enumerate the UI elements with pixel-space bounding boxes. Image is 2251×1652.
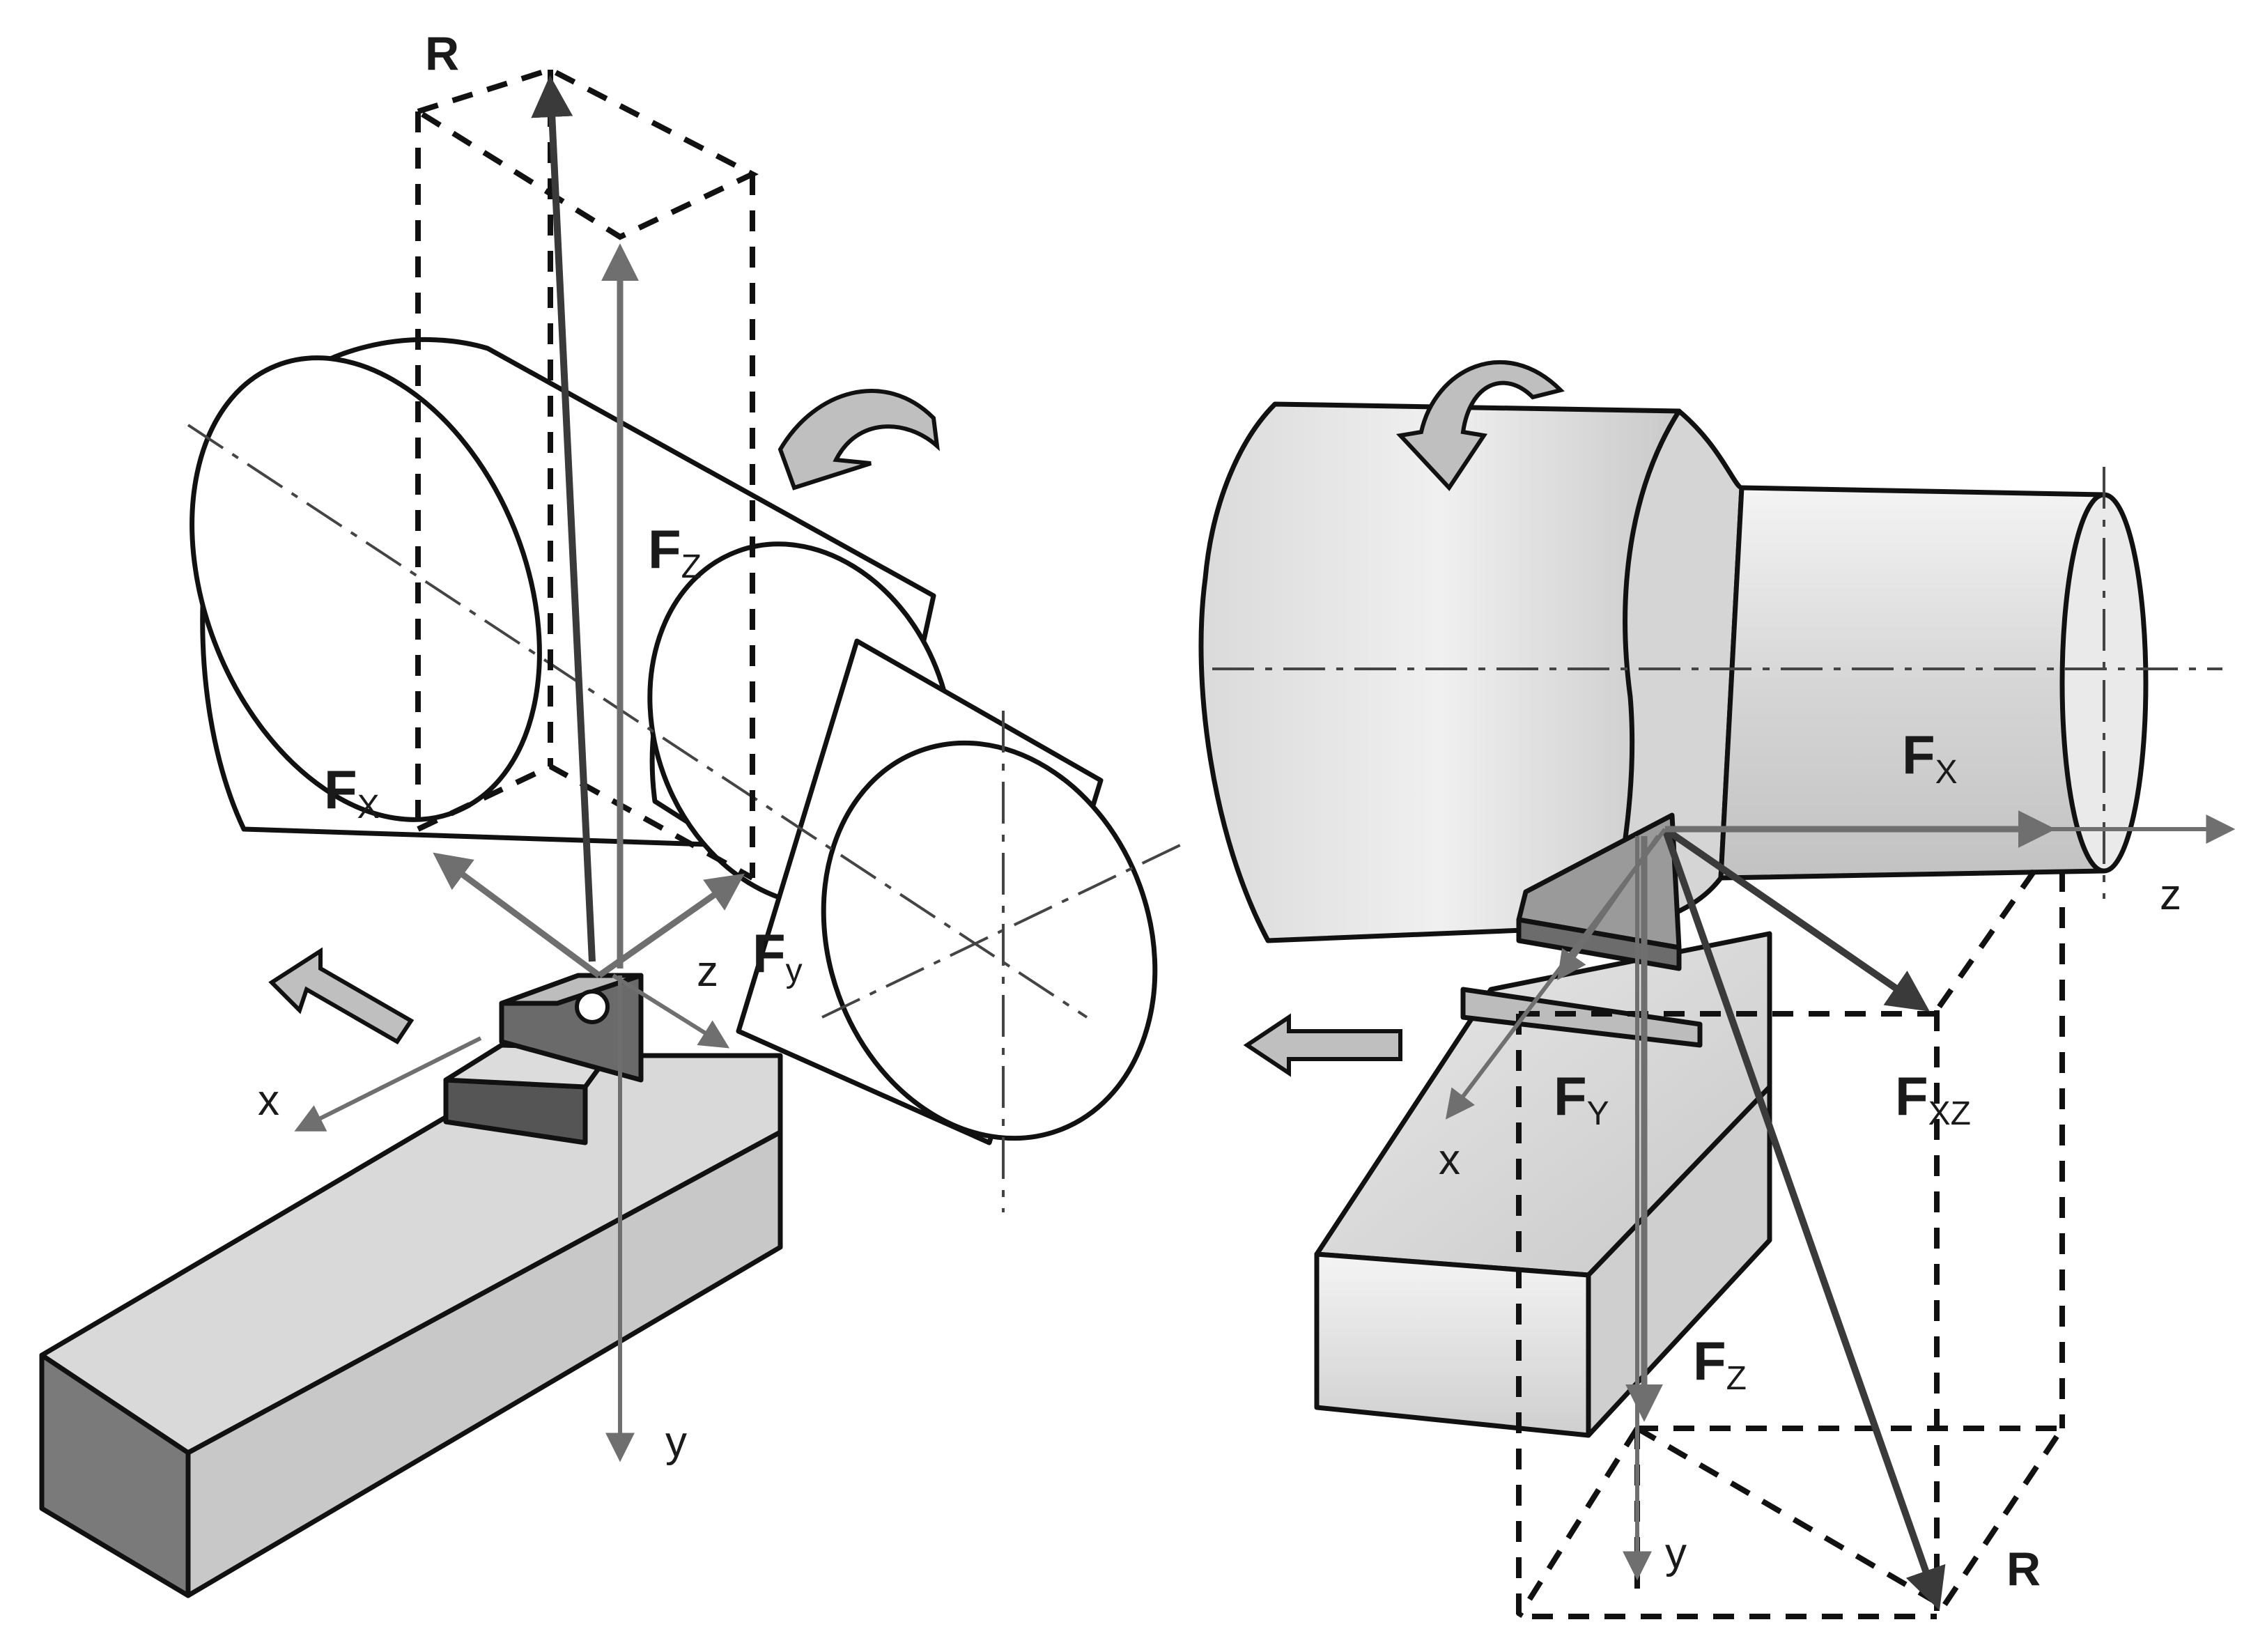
left-diagram: R FZ FX Fy x y z bbox=[39, 27, 1185, 1598]
right-label-Fxz: FXZ bbox=[1895, 1065, 1971, 1132]
left-force-box bbox=[411, 66, 759, 881]
right-diagram: FX FY FZ FXZ R x y z bbox=[1198, 360, 2236, 1619]
left-Fx-vector bbox=[433, 852, 601, 978]
left-label-Fy: Fy bbox=[752, 923, 803, 989]
right-label-Fx: FX bbox=[1902, 724, 1958, 791]
right-label-y: y bbox=[1665, 1529, 1687, 1577]
left-cutting-insert bbox=[499, 973, 644, 1083]
left-tool-holder bbox=[39, 1042, 783, 1598]
right-rotation-arrow bbox=[1395, 360, 1565, 491]
left-label-z: z bbox=[697, 948, 718, 996]
left-feed-arrow bbox=[268, 947, 415, 1045]
right-label-Fz: FZ bbox=[1693, 1330, 1747, 1397]
right-feed-arrow bbox=[1243, 1013, 1402, 1077]
right-R-vector bbox=[1662, 828, 1946, 1611]
left-rotation-arrow bbox=[778, 389, 940, 491]
right-workpiece bbox=[1198, 401, 2222, 943]
right-tool-holder bbox=[1314, 931, 1772, 1438]
right-label-Fy: FY bbox=[1554, 1065, 1609, 1132]
left-z-axis bbox=[612, 973, 730, 1049]
left-label-Fx: FX bbox=[324, 759, 380, 826]
left-label-R: R bbox=[425, 27, 459, 80]
right-label-R: R bbox=[2006, 1543, 2041, 1596]
left-R-vector bbox=[531, 75, 596, 962]
left-label-y: y bbox=[665, 1418, 687, 1466]
left-label-x: x bbox=[258, 1076, 279, 1125]
left-label-Fz: FZ bbox=[648, 518, 702, 585]
left-Fy-vector bbox=[597, 873, 745, 978]
right-Fy-vector bbox=[1557, 835, 1660, 980]
right-label-x: x bbox=[1439, 1136, 1460, 1184]
right-label-z: z bbox=[2160, 871, 2181, 919]
right-Fxz-vector bbox=[1663, 826, 1930, 1012]
left-x-axis bbox=[294, 1036, 482, 1132]
